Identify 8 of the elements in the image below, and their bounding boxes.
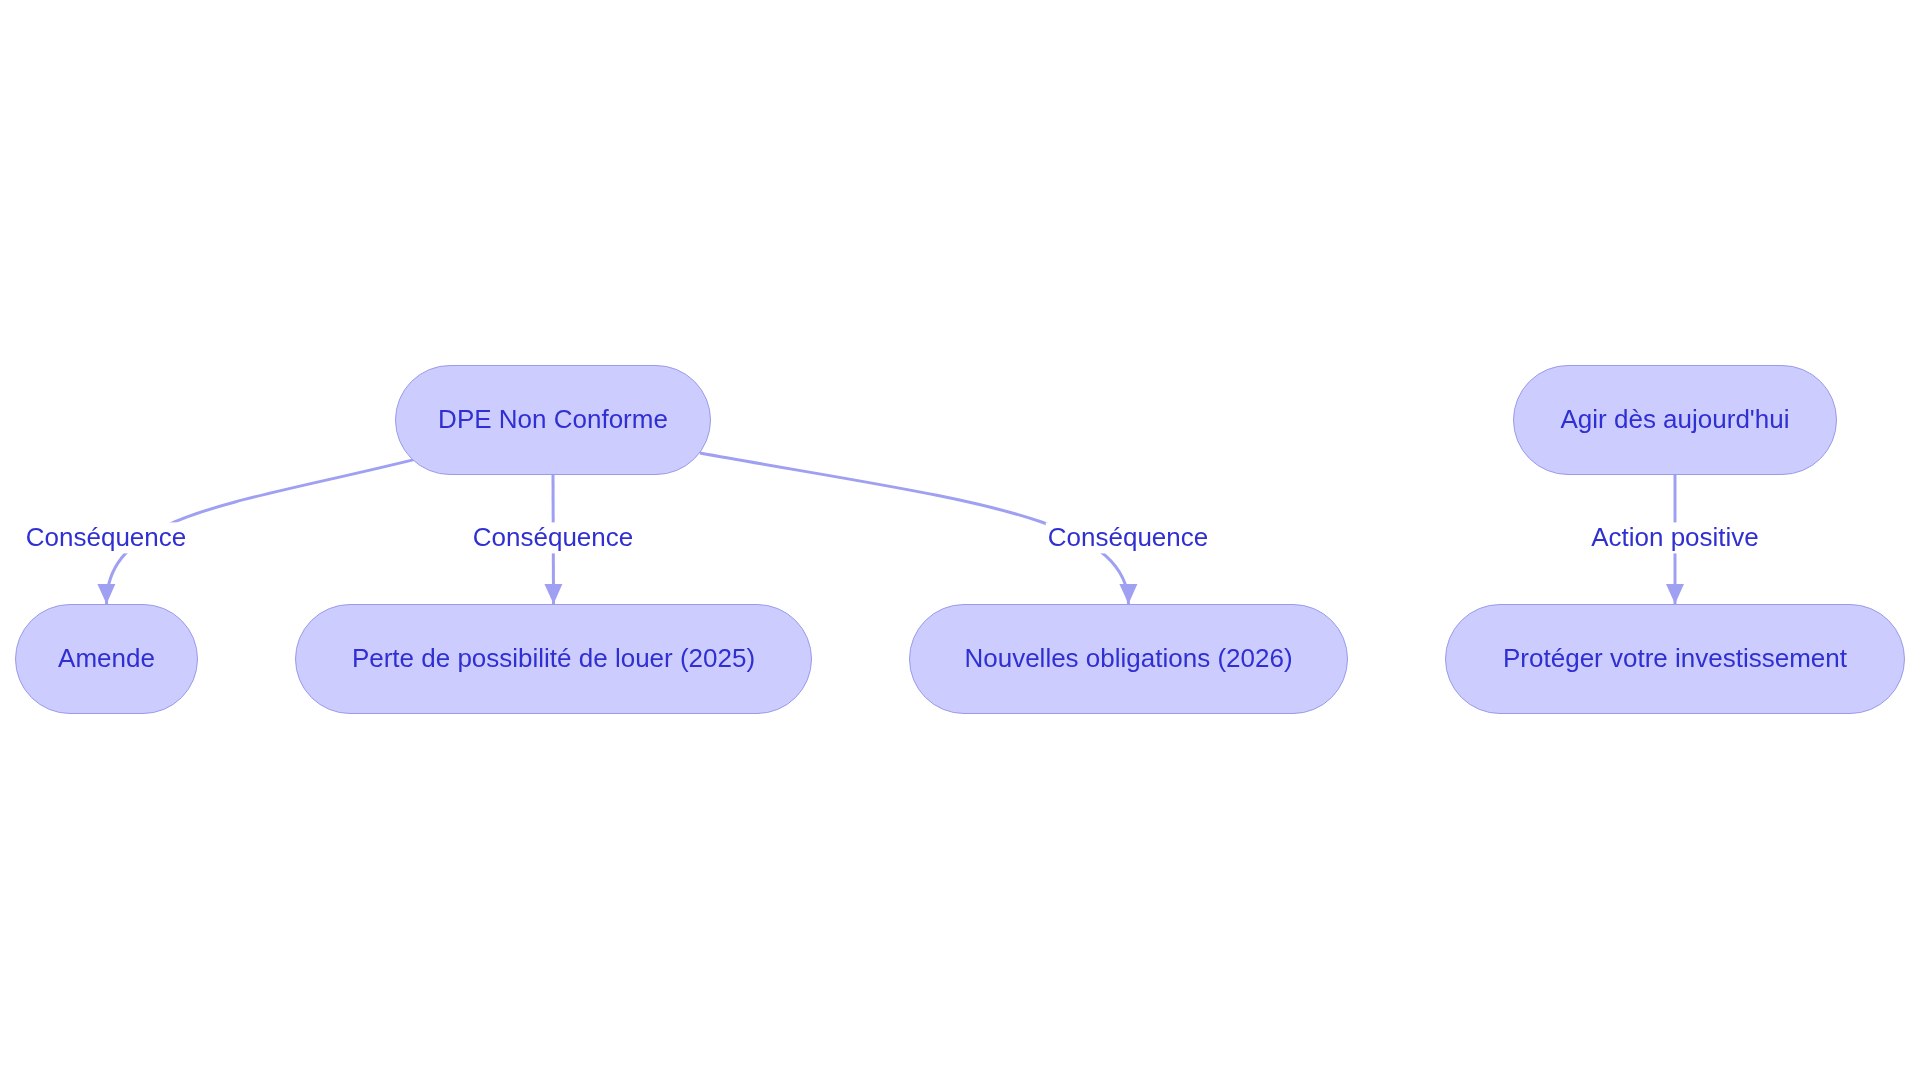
node-label: Protéger votre investissement <box>1503 643 1847 675</box>
node-label: DPE Non Conforme <box>438 404 668 436</box>
node-label: Agir dès aujourd'hui <box>1560 404 1790 436</box>
node-label: Amende <box>58 643 155 675</box>
node-label: Perte de possibilité de louer (2025) <box>351 643 756 675</box>
edge-label: Action positive <box>1589 522 1761 554</box>
node-label: Nouvelles obligations (2026) <box>964 643 1293 675</box>
edge-label: Conséquence <box>1045 522 1211 554</box>
